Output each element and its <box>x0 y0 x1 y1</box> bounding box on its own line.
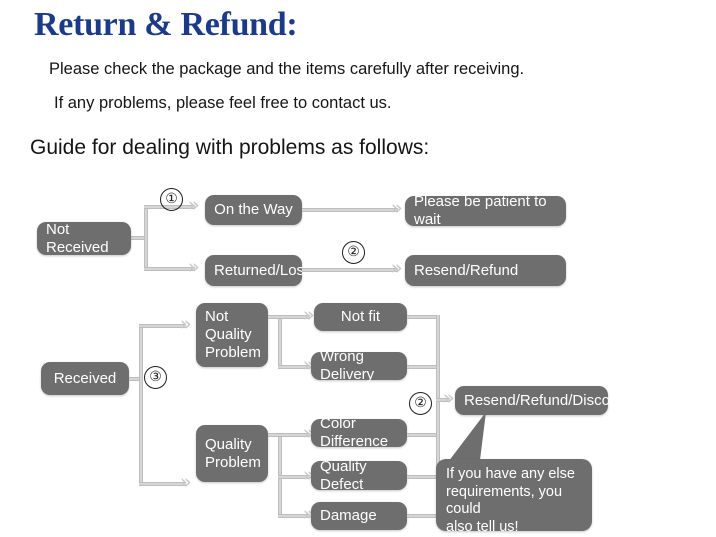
node-quality-problem[interactable]: Quality Problem <box>196 425 268 482</box>
arrowhead-to-resend-refund-discount: » <box>443 387 454 409</box>
callout-bubble: If you have any else requirements, you c… <box>436 459 592 535</box>
connector-to-wrong-delivery <box>278 365 310 369</box>
node-not-fit-label: Not fit <box>340 308 381 326</box>
node-not-fit[interactable]: Not fit <box>314 303 407 331</box>
marker-three: ③ <box>144 366 167 389</box>
node-damage-label: Damage <box>320 507 377 525</box>
marker-two-bottom: ② <box>409 392 432 415</box>
arrowhead-to-please-wait: » <box>391 197 402 219</box>
connector-notfit-merge <box>407 315 440 319</box>
connector-qualitydefect-merge <box>407 475 440 479</box>
connector-damage-merge <box>407 514 440 518</box>
connector-to-returnedlost <box>144 267 195 271</box>
node-quality-defect[interactable]: Quality Defect <box>311 457 407 493</box>
connector-to-quality <box>139 482 186 486</box>
node-not-received-label: Not Received <box>46 220 109 256</box>
page-title: Return & Refund: <box>34 6 298 43</box>
connector-ontheway-to-wait <box>302 208 398 212</box>
node-not-received[interactable]: Not Received <box>37 220 131 256</box>
node-received-label: Received <box>53 369 117 387</box>
connector-merge-out <box>436 398 450 402</box>
arrowhead-to-ontheway: » <box>188 194 199 216</box>
connector-received-split <box>139 326 143 486</box>
node-wrong-delivery-label: Wrong Delivery <box>320 348 375 383</box>
node-damage[interactable]: Damage <box>311 502 407 530</box>
arrowhead-to-wrong-delivery: » <box>303 354 314 376</box>
connector-returnedlost-to-resend <box>302 268 398 272</box>
node-please-be-patient-label: Please be patient to wait <box>414 193 547 228</box>
node-quality-problem-label: Quality Problem <box>205 435 261 471</box>
arrowhead-to-returnedlost: » <box>188 256 199 278</box>
arrowhead-to-resend-refund: » <box>391 257 402 279</box>
connector-colordiff-merge <box>407 433 440 437</box>
node-returned-lost[interactable]: Returned/Lost <box>205 255 308 286</box>
connector-notquality-split <box>278 315 282 367</box>
node-on-the-way-label: On the Way <box>214 201 293 219</box>
intro-line-2: If any problems, please feel free to con… <box>54 94 392 112</box>
connector-notquality-stub <box>268 315 280 319</box>
arrowhead-to-damage: » <box>303 503 314 525</box>
connector-to-color-difference <box>278 433 310 437</box>
node-resend-refund[interactable]: Resend/Refund <box>405 255 566 286</box>
connector-to-not-fit <box>278 315 310 319</box>
callout-pointer-icon <box>442 412 486 470</box>
connector-merge-bus <box>436 315 440 516</box>
marker-one: ① <box>160 188 183 211</box>
arrowhead-to-quality-problem: » <box>180 471 191 493</box>
connector-to-not-quality <box>139 324 186 328</box>
node-resend-refund-discount-label: Resend/Refund/Discount <box>464 391 631 409</box>
guide-heading: Guide for dealing with problems as follo… <box>30 136 430 159</box>
arrowhead-to-not-fit: » <box>303 304 314 326</box>
node-please-be-patient[interactable]: Please be patient to wait <box>405 193 566 228</box>
node-resend-refund-label: Resend/Refund <box>414 261 519 279</box>
node-not-quality-problem-label: Not Quality Problem <box>205 308 261 361</box>
marker-two-top: ② <box>342 241 365 264</box>
node-returned-lost-label: Returned/Lost <box>214 261 309 279</box>
connector-notreceived-split <box>144 207 148 271</box>
node-color-difference[interactable]: Color Difference <box>311 415 407 450</box>
intro-line-1: Please check the package and the items c… <box>49 60 525 78</box>
arrowhead-to-quality-defect: » <box>303 464 314 486</box>
node-color-difference-label: Color Difference <box>320 415 389 450</box>
connector-wrongdelivery-merge <box>407 365 440 369</box>
node-quality-defect-label: Quality Defect <box>320 457 367 493</box>
connector-received-out <box>129 377 143 381</box>
connector-quality-stub <box>268 433 280 437</box>
arrowhead-to-not-quality-problem: » <box>180 313 191 335</box>
connector-to-damage <box>278 514 310 518</box>
connector-to-quality-defect <box>278 475 310 479</box>
connector-notreceived-out <box>130 236 148 240</box>
connector-quality-split <box>278 433 282 516</box>
node-received[interactable]: Received <box>41 362 129 395</box>
node-not-quality-problem[interactable]: Not Quality Problem <box>196 303 268 367</box>
arrowhead-to-color-difference: » <box>303 422 314 444</box>
node-wrong-delivery[interactable]: Wrong Delivery <box>311 348 407 383</box>
node-on-the-way[interactable]: On the Way <box>205 195 302 225</box>
node-resend-refund-discount[interactable]: Resend/Refund/Discount <box>455 386 631 415</box>
